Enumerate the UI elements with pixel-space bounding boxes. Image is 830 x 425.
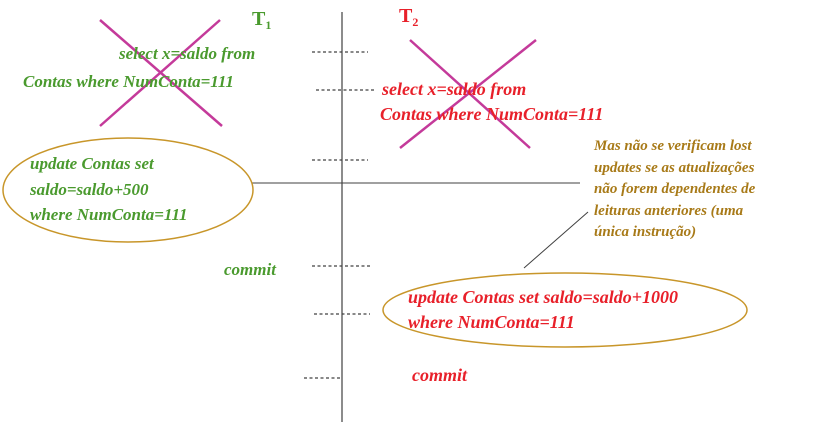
note-line-1: Mas não se verificam lost: [594, 138, 752, 154]
t1-read-cross: [99, 19, 223, 127]
lost-update-note: Mas não se verificam lost updates se as …: [594, 136, 755, 244]
t2-update-ellipse: [382, 272, 748, 348]
t2-update-line-1: update Contas set saldo=saldo+1000: [408, 287, 679, 307]
t1-update-line-2: saldo=saldo+500: [30, 180, 149, 199]
t2-read-line-1: select x=saldo from: [382, 79, 527, 99]
t1-header-label: T: [252, 8, 266, 30]
t2-update-line-2: where NumConta=111: [408, 312, 575, 332]
t1-read-line-2: Contas where NumConta=111: [23, 72, 234, 91]
t1-header-subscript: 1: [265, 18, 272, 32]
t1-read-line-1: select x=saldo from: [119, 44, 256, 63]
t2-read-line-2: Contas where NumConta=111: [380, 104, 604, 124]
t2-commit: commit: [412, 365, 467, 385]
t2-read-cross: [399, 39, 537, 149]
t1-update-line-1: update Contas set: [30, 154, 154, 173]
t1-update-ellipse: [2, 137, 254, 243]
note-line-5: única instrução): [594, 224, 697, 240]
note-line-4: leituras anteriores (uma: [594, 202, 744, 219]
t1-commit: commit: [224, 260, 276, 279]
t1-update-line-3: where NumConta=111: [30, 205, 188, 224]
t2-header: T2: [399, 6, 418, 28]
t1-header: T1: [252, 9, 271, 31]
note-line-3: não forem dependentes de: [594, 181, 756, 197]
t2-header-label: T: [399, 5, 413, 27]
note-connector-lower: [523, 211, 589, 269]
t2-header-subscript: 2: [412, 15, 419, 29]
note-line-2: updates se as atualizações: [594, 159, 755, 176]
